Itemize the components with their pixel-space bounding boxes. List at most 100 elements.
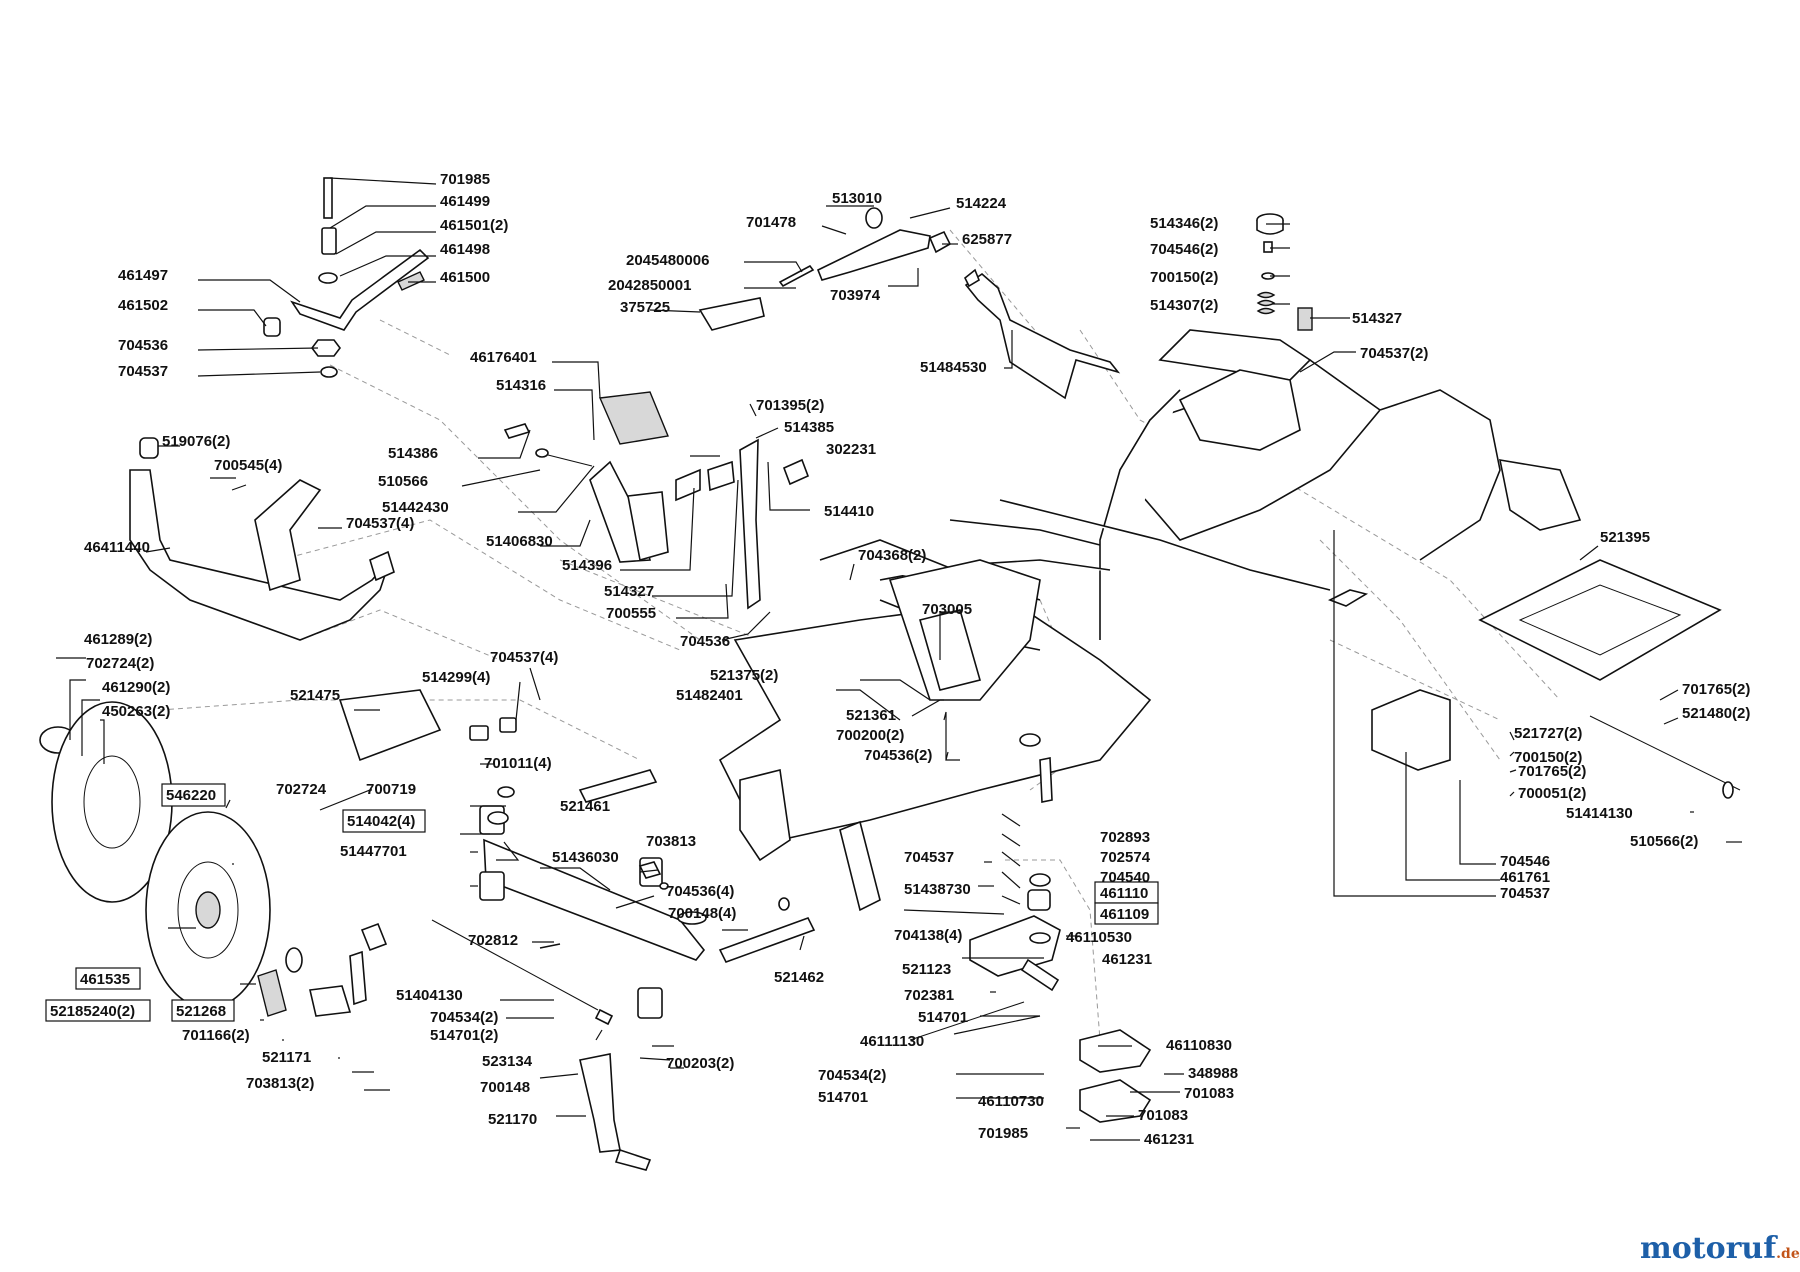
part-number-label: 700148(4) [668,905,736,922]
part-number-label: 521123 [902,961,951,978]
watermark-suffix: .de [1776,1246,1800,1262]
part-number-label: 46176401 [470,349,537,366]
part-number-label: 700150(2) [1150,269,1218,286]
part-number-label: 704536(4) [666,883,734,900]
part-number-label: 461500 [440,269,490,286]
part-number-label: 704138(4) [894,927,962,944]
part-number-label: 704537(4) [346,515,414,532]
part-number-label: 523134 [482,1053,533,1070]
part-number-label: 702893 [1100,829,1150,846]
part-number-label: 51438730 [904,881,971,898]
part-number-label: 461497 [118,267,168,284]
part-number-label: 701985 [440,171,490,188]
part-number-label: 521395 [1600,529,1650,546]
part-number-label: 2045480006 [626,252,709,269]
handle-lever-parts [698,207,1121,400]
part-number-label: 701765(2) [1518,763,1586,780]
part-number-label: 521170 [488,1111,537,1128]
part-number-label: 702381 [904,987,954,1004]
part-number-label: 461110 [1100,885,1148,902]
part-number-label: 514396 [562,557,612,574]
boxed-label-frames [45,783,1159,1022]
part-number-label: 514701(2) [430,1027,498,1044]
part-number-label: 46110530 [1066,929,1132,946]
part-number-label: 521475 [290,687,340,704]
part-number-label: 52185240(2) [50,1003,135,1020]
front-axle [431,757,1053,1041]
part-number-label: 704534(2) [430,1009,498,1026]
leader-lines [56,177,1742,1141]
part-number-label: 51482401 [676,687,743,704]
part-number-label: 519076(2) [162,433,230,450]
part-number-label: 700555 [606,605,656,622]
part-number-label: 703974 [830,287,881,304]
part-number-label: 521171 [262,1049,311,1066]
part-number-label: 51414130 [1566,805,1633,822]
part-number-label: 701395(2) [756,397,824,414]
part-number-label: 704536 [118,337,168,354]
part-number-label: 51404130 [396,987,463,1004]
main-frame [718,329,1582,912]
part-number-label: 702574 [1100,849,1151,866]
part-number-label: 702724(2) [86,655,154,672]
part-number-label: 51442430 [382,499,449,516]
part-number-label: 704537 [1500,885,1550,902]
part-number-label: 701011(4) [484,755,552,772]
part-number-label: 700150(2) [1514,749,1582,766]
small-parts-left [338,689,790,949]
part-number-label: 514701 [918,1009,968,1026]
part-number-label: 514410 [824,503,874,520]
part-number-label: 514327 [1352,310,1402,327]
part-number-label: 546220 [166,787,216,804]
part-number-label: 51406830 [486,533,553,550]
part-number-label: 461289(2) [84,631,152,648]
part-number-label: 701985 [978,1125,1028,1142]
part-number-label: 514299(4) [422,669,490,686]
part-number-label: 521462 [774,969,824,986]
part-number-label: 514385 [784,419,834,436]
part-number-label: 51484530 [920,359,987,376]
part-number-label: 521375(2) [710,667,778,684]
part-number-label: 46411440 [84,539,150,556]
part-number-label: 701083 [1184,1085,1234,1102]
part-number-label: 51447701 [340,843,407,860]
part-number-label: 46110830 [1166,1037,1232,1054]
part-number-label: 704536(2) [864,747,932,764]
part-number-label: 704368(2) [858,547,926,564]
part-number-label: 701765(2) [1682,681,1750,698]
part-number-label: 703813(2) [246,1075,314,1092]
part-number-label: 375725 [620,299,670,316]
part-number-label: 703813 [646,833,696,850]
part-number-label: 521727(2) [1514,725,1582,742]
part-number-label: 51436030 [552,849,619,866]
part-number-label: 704534(2) [818,1067,886,1084]
part-number-label: 302231 [826,441,876,458]
front-bumper [129,437,395,641]
part-number-label: 703005 [922,601,972,618]
part-number-label: 514224 [956,195,1007,212]
part-number-label: 700148 [480,1079,530,1096]
part-number-label: 46111130 [860,1033,924,1050]
part-number-label: 704537(2) [1360,345,1428,362]
watermark-main: motoruf [1640,1231,1778,1266]
part-number-label: 700200(2) [836,727,904,744]
part-number-label: 514701 [818,1089,868,1106]
part-number-label: 704536 [680,633,730,650]
part-number-label: 704537 [904,849,954,866]
part-number-label: 461501(2) [440,217,508,234]
part-number-label: 461499 [440,193,490,210]
part-number-label: 510566(2) [1630,833,1698,850]
part-number-label: 701083 [1138,1107,1188,1124]
part-number-label: 461109 [1100,906,1149,923]
part-number-label: 514346(2) [1150,215,1218,232]
part-number-label: 701478 [746,214,796,231]
part-number-label: 514386 [388,445,438,462]
part-number-label: 514327 [604,583,654,600]
part-number-label: 704537(4) [490,649,558,666]
part-number-label: 521268 [176,1003,226,1020]
part-number-label: 625877 [962,231,1012,248]
part-number-label: 2042850001 [608,277,691,294]
part-number-label: 461290(2) [102,679,170,696]
